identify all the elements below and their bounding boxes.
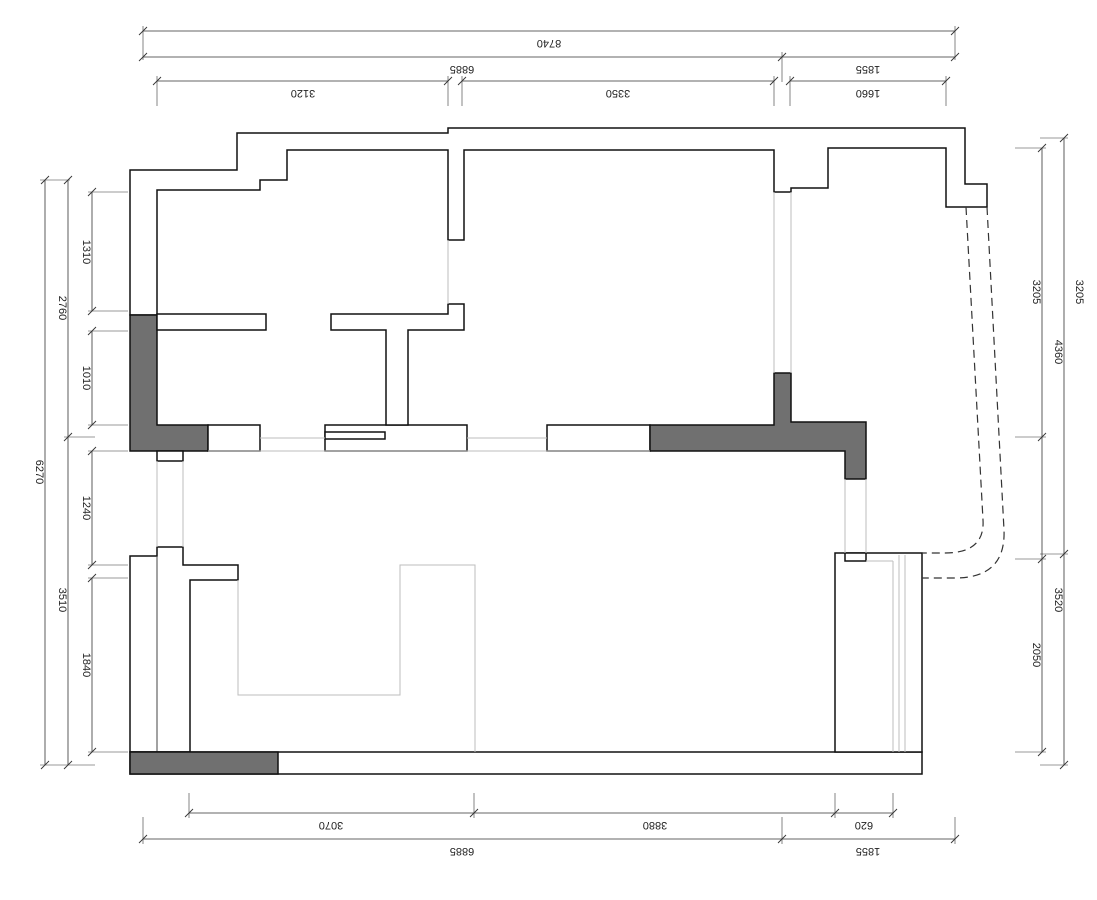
right-lower-wall <box>834 552 923 753</box>
dim-left-seg-1010: 1010 <box>80 366 92 390</box>
walls <box>129 127 988 775</box>
wall-segment-3 <box>546 424 651 452</box>
dim-right-seg-2050: 2050 <box>1030 643 1042 667</box>
dim-bottom-seg-a: 3070 <box>319 819 343 831</box>
bearing-wall-right <box>649 372 867 480</box>
dim-right-seg-3205: 3205 <box>1030 280 1042 304</box>
bearing-wall-bottom <box>129 751 279 775</box>
partition-upper-left <box>156 313 267 331</box>
dim-left-seg-1840: 1840 <box>80 653 92 677</box>
dim-top-overall: 8740 <box>537 37 561 49</box>
balcony-outline <box>922 206 1005 579</box>
dim-top-room-c: 1660 <box>856 87 880 99</box>
dim-top-room-a: 3120 <box>291 87 315 99</box>
dim-right-lower: 3520 <box>1052 588 1064 612</box>
dim-left-upper: 2760 <box>56 296 68 320</box>
wall-stub-left <box>156 450 184 462</box>
bottom-dimensions: 3070 3880 620 6885 1855 <box>138 793 960 857</box>
dim-bottom-left-block: 6885 <box>450 845 474 857</box>
dim-right-upper: 4360 <box>1052 340 1064 364</box>
left-dimensions: 6270 2760 3510 1310 1010 1240 1840 <box>33 175 128 770</box>
right-dimensions: 3205 2050 4360 3520 3205 <box>1015 133 1085 770</box>
dim-bottom-right-block: 1855 <box>856 845 880 857</box>
dim-left-lower: 3510 <box>56 588 68 612</box>
wall-segment-1 <box>207 424 261 452</box>
kitchen-counter <box>237 564 476 752</box>
dim-top-left-block: 6885 <box>450 63 474 75</box>
closet-shelf <box>324 431 386 440</box>
dim-right-top-3205: 3205 <box>1073 280 1085 304</box>
partition-t-wall <box>330 303 465 426</box>
dim-bottom-seg-c: 620 <box>855 819 873 831</box>
dim-bottom-seg-b: 3880 <box>643 819 667 831</box>
dim-left-seg-1240: 1240 <box>80 496 92 520</box>
dim-left-seg-1310: 1310 <box>80 240 92 264</box>
top-exterior-wall <box>129 127 988 316</box>
lower-left-wall <box>129 546 239 753</box>
dim-top-right-block: 1855 <box>856 63 880 75</box>
top-dimensions: 8740 6885 1855 3120 3350 1660 <box>138 26 960 106</box>
dim-top-room-b: 3350 <box>606 87 630 99</box>
bearing-wall-left <box>129 314 209 452</box>
right-sill <box>844 552 867 562</box>
dim-left-overall: 6270 <box>33 460 45 484</box>
